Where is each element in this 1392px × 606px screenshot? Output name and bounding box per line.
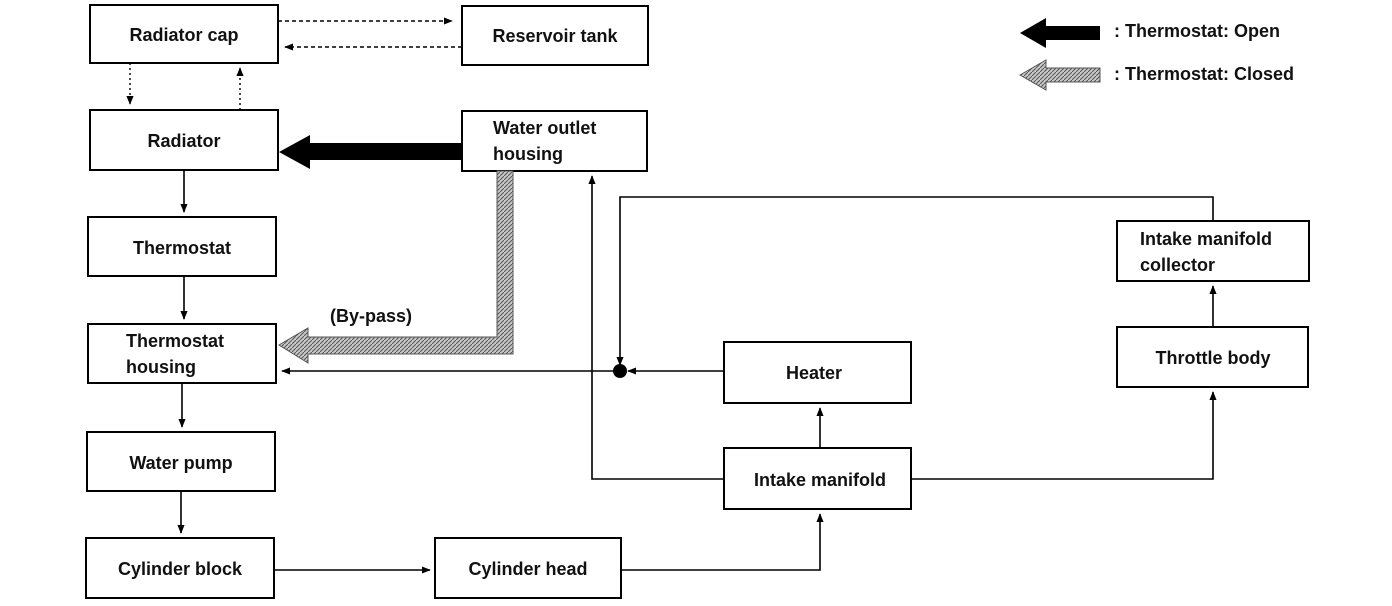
legend: : Thermostat: Open : Thermostat: Closed <box>1018 18 1294 91</box>
collector-return-line <box>616 196 1214 366</box>
radiator-box: Radiator <box>89 109 279 171</box>
radiator-cap-label: Radiator cap <box>129 25 238 45</box>
thermostat-open-flow-arrow <box>279 135 462 169</box>
intake-manifold-to-outlet-line <box>588 175 724 480</box>
heater-label: Heater <box>786 363 842 383</box>
throttle-body-box: Throttle body <box>1116 326 1309 388</box>
heater-box: Heater <box>723 341 912 404</box>
radiator-cap-box: Radiator cap <box>89 4 279 64</box>
legend-open-label: : Thermostat: Open <box>1114 21 1280 41</box>
junction-dot <box>613 364 627 378</box>
thermostat-box: Thermostat <box>87 216 277 277</box>
throttle-body-label: Throttle body <box>1156 348 1271 368</box>
cap-tank-connections <box>126 17 462 110</box>
water-outlet-housing-label-line2: housing <box>493 144 563 164</box>
legend-open-arrow <box>1020 18 1100 48</box>
intake-manifold-to-throttle-line <box>911 391 1217 480</box>
cylinder-head-label: Cylinder head <box>468 559 587 579</box>
cylinder-block-box: Cylinder block <box>85 537 275 599</box>
cylinder-head-box: Cylinder head <box>434 537 622 599</box>
legend-closed-arrow <box>1018 59 1101 91</box>
water-outlet-housing-label-line1: Water outlet <box>493 118 596 138</box>
intake-manifold-collector-label-line1: Intake manifold <box>1140 229 1272 249</box>
head-to-intake-manifold-line <box>621 513 824 571</box>
legend-closed-label: : Thermostat: Closed <box>1114 64 1294 84</box>
reservoir-tank-box: Reservoir tank <box>461 5 649 66</box>
water-pump-label: Water pump <box>129 453 232 473</box>
thermostat-housing-label-line1: Thermostat <box>126 331 224 351</box>
water-outlet-housing-box: Water outlet housing <box>461 110 648 172</box>
flow-lines <box>177 170 1217 574</box>
reservoir-tank-label: Reservoir tank <box>492 26 618 46</box>
bypass-closed-flow-arrow <box>278 170 514 364</box>
intake-manifold-collector-label-line2: collector <box>1140 255 1215 275</box>
thermostat-housing-box: Thermostat housing <box>87 323 277 384</box>
intake-manifold-collector-box: Intake manifold collector <box>1116 220 1310 282</box>
thermostat-housing-label-line2: housing <box>126 357 196 377</box>
cylinder-block-label: Cylinder block <box>118 559 243 579</box>
bypass-label: (By-pass) <box>330 306 412 326</box>
radiator-label: Radiator <box>147 131 220 151</box>
water-pump-box: Water pump <box>86 431 276 492</box>
thermostat-label: Thermostat <box>133 238 231 258</box>
intake-manifold-box: Intake manifold <box>723 447 912 510</box>
intake-manifold-label: Intake manifold <box>754 470 886 490</box>
